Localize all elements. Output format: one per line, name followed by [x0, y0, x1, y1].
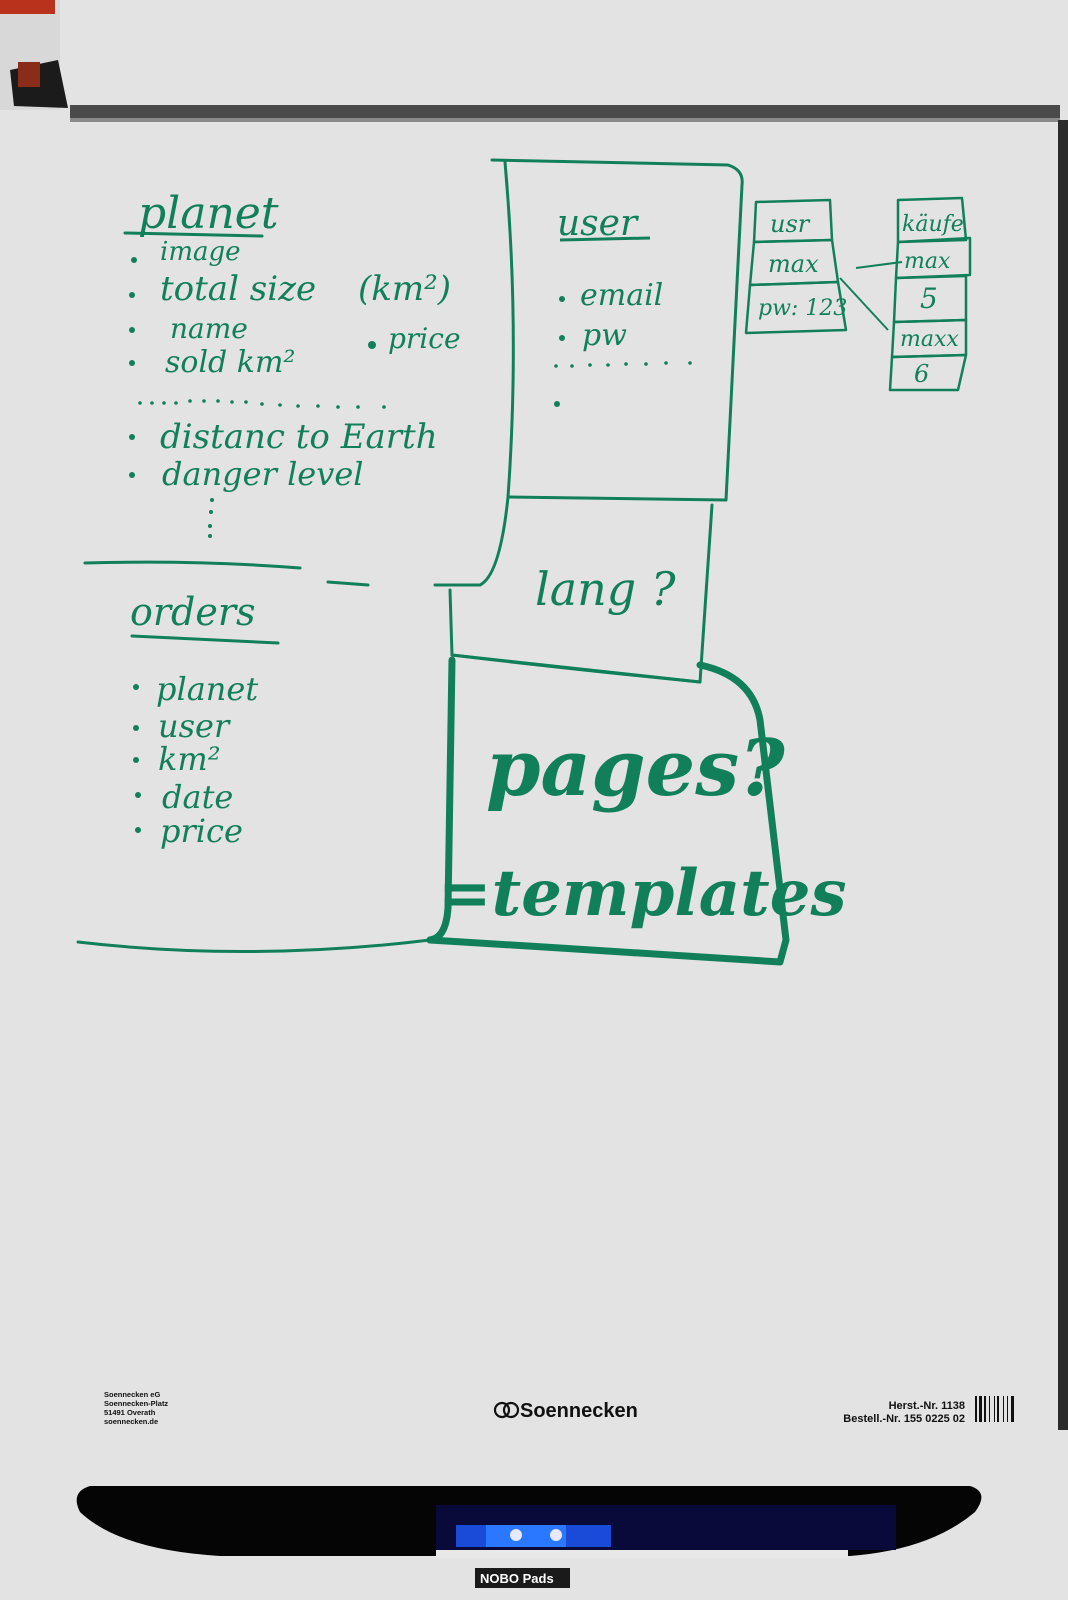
brand-name: Soennecken	[520, 1400, 638, 1422]
logo-ring-icon	[502, 1401, 520, 1419]
record-right-maxx: maxx	[900, 327, 959, 352]
marker-tray	[76, 1486, 982, 1558]
user-field-pw: pw	[582, 318, 627, 353]
lang-label: lang ?	[535, 562, 676, 616]
record-right-kaeufe: käufe	[902, 212, 964, 237]
planet-bullets	[129, 257, 376, 478]
planet-field-image: image	[160, 237, 241, 267]
orders-bottom-line	[76, 938, 432, 954]
lang-box	[448, 503, 714, 684]
barcode-bar	[994, 1396, 995, 1422]
orders-field-date: date	[162, 778, 233, 816]
record-left-pw: pw: 123	[758, 296, 847, 321]
planet-title: planet	[138, 188, 279, 239]
barcode-bar	[1003, 1396, 1004, 1422]
barcode-bar	[1011, 1396, 1014, 1422]
orders-field-km: km²	[158, 740, 221, 778]
record-left-usr: usr	[770, 210, 811, 238]
pages-label: pages?	[486, 723, 786, 814]
record-left-max: max	[768, 250, 819, 278]
planet-unit-note: (km²)	[358, 269, 451, 309]
templates-label: =templates	[438, 856, 846, 931]
footer-address: Soennecken eG Soennecken-Platz 51491 Ove…	[104, 1390, 168, 1426]
barcode-bar	[984, 1396, 986, 1422]
barcode-bar	[975, 1396, 977, 1422]
orders-field-user: user	[158, 707, 231, 745]
address-line-2: Soennecken-Platz	[104, 1399, 168, 1408]
planet-field-total-size: total size	[160, 269, 316, 309]
address-line-1: Soennecken eG	[104, 1390, 160, 1399]
address-line-3: 51491 Overath	[104, 1408, 156, 1417]
barcode-icon	[975, 1396, 1014, 1422]
record-connectors	[839, 261, 903, 331]
planet-field-price: price	[388, 322, 461, 355]
soennecken-logo: Soennecken	[493, 1400, 638, 1422]
tray-brand-badge	[475, 1568, 570, 1588]
section-divider	[83, 560, 370, 587]
orders-field-price: price	[160, 812, 243, 850]
record-right-five: 5	[920, 282, 938, 315]
planet-continuation-dots	[208, 498, 214, 538]
record-right-table	[888, 196, 972, 392]
record-left-table	[744, 198, 848, 335]
logo-ring-icon	[493, 1401, 511, 1419]
barcode-bar	[1007, 1396, 1008, 1422]
pages-box	[426, 656, 790, 966]
board-clamp	[0, 0, 1060, 122]
user-bullets	[554, 296, 565, 407]
board-edge	[1058, 120, 1068, 1430]
record-right-max: max	[904, 249, 951, 274]
barcode-bar	[989, 1396, 990, 1422]
order-number: Bestell.-Nr. 155 0225 02	[843, 1413, 965, 1425]
tray-dot-icon	[510, 1529, 522, 1541]
barcode-bar	[997, 1396, 999, 1422]
barcode-bar	[979, 1396, 982, 1422]
orders-title: orders	[130, 590, 256, 634]
tray-dot-icon	[550, 1529, 562, 1541]
planet-dotted-divider	[138, 399, 386, 409]
article-number: Herst.-Nr. 1138	[889, 1400, 965, 1412]
record-right-six: 6	[914, 360, 929, 388]
orders-bullets	[133, 684, 141, 833]
address-line-4: soennecken.de	[104, 1417, 158, 1426]
planet-field-sold: sold km²	[165, 345, 295, 380]
user-dotted-divider	[554, 361, 692, 368]
orders-title-underline	[130, 634, 280, 645]
planet-field-danger: danger level	[162, 455, 363, 493]
user-box	[433, 158, 744, 587]
planet-field-distance: distanc to Earth	[160, 417, 438, 457]
planet-field-name: name	[170, 312, 248, 345]
planet-section	[123, 231, 264, 238]
tray-brand-label: NOBO Pads	[480, 1571, 554, 1586]
orders-field-planet: planet	[156, 670, 258, 708]
user-title-underline	[559, 236, 651, 242]
user-field-email: email	[580, 278, 663, 313]
